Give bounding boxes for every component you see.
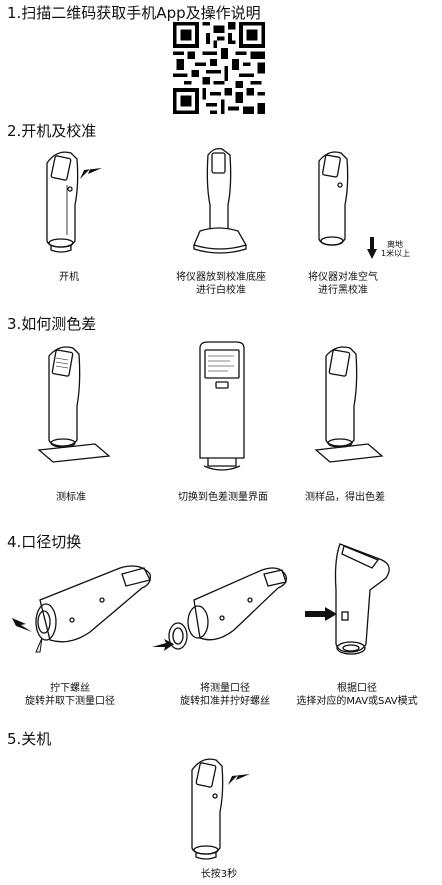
caption-attach-aperture: 将测量口径旋转扣准并拧好螺丝	[180, 683, 270, 707]
section-4-title: 4.口径切换	[7, 533, 82, 551]
caption-power-off: 长按3秒	[200, 869, 238, 880]
device-white-calibration-illustration	[193, 147, 247, 254]
caption-power-on: 开机	[59, 272, 79, 283]
down-arrow-icon	[367, 237, 377, 259]
section-5-title: 5.关机	[7, 730, 52, 748]
device-color-difference-screen-illustration	[199, 341, 245, 471]
qr-code[interactable]	[173, 22, 265, 114]
caption-measure-sample: 测样品，得出色差	[305, 492, 385, 503]
device-power-off-illustration	[191, 758, 224, 860]
arrow-icon	[305, 607, 337, 621]
section-1-title: 1.扫描二维码获取手机App及操作说明	[7, 4, 261, 22]
device-power-on-illustration	[46, 151, 79, 253]
caption-measure-standard: 测标准	[56, 492, 86, 503]
arrow-icon	[80, 168, 102, 179]
device-measure-sample-illustration	[314, 346, 384, 463]
device-measure-standard-illustration	[37, 346, 111, 463]
device-unscrew-aperture-illustration	[35, 565, 151, 653]
arrow-icon	[152, 639, 174, 651]
arrow-icon	[228, 774, 250, 785]
caption-white-calibration: 将仪器放到校准底座进行白校准	[176, 272, 266, 296]
arrow-icon	[12, 618, 32, 632]
section-2-title: 2.开机及校准	[7, 122, 97, 140]
section-3-title: 3.如何测色差	[7, 315, 97, 333]
caption-color-difference-screen: 切换到色差测量界面	[178, 492, 268, 503]
device-black-calibration-illustration	[318, 151, 349, 246]
caption-unscrew-aperture: 拧下螺丝旋转并取下测量口径	[25, 683, 115, 707]
caption-select-mode: 根据口径选择对应的MAV或SAV模式	[296, 683, 418, 707]
caption-black-calibration: 将仪器对准空气进行黑校准	[308, 272, 378, 296]
device-attach-aperture-illustration	[168, 567, 287, 650]
device-select-mode-illustration	[334, 543, 390, 655]
